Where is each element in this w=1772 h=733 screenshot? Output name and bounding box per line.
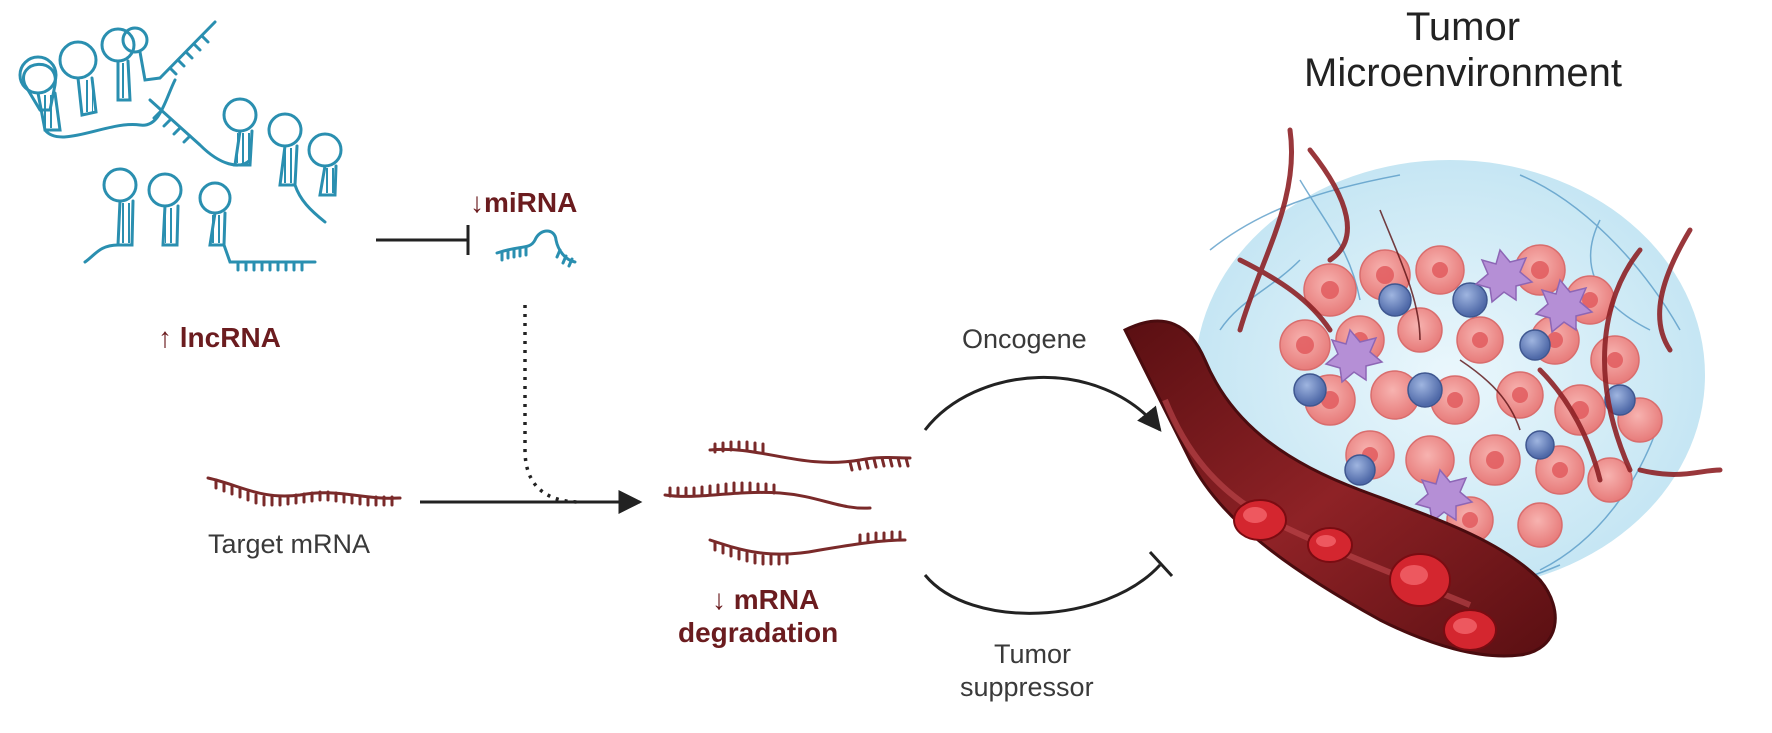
inhibition-arrow	[376, 225, 470, 255]
tme-title-line2: Microenvironment	[1304, 51, 1622, 95]
mrna-strand-icon	[206, 476, 402, 507]
blood-vessel-icon	[1122, 319, 1557, 658]
lncrna-hairpin-icon	[18, 20, 343, 272]
tumor-suppressor-line1: Tumor	[994, 639, 1072, 669]
lncrna-rungs	[42, 63, 334, 243]
mirna-label: ↓miRNA	[470, 187, 578, 218]
mirna-fragment-icon	[495, 229, 577, 268]
tme-title-line1: Tumor	[1405, 5, 1521, 49]
mrna-degradation-line2: degradation	[678, 617, 839, 648]
lncrna-label: ↑ lncRNA	[158, 322, 281, 353]
mrna-strands-group	[663, 440, 912, 566]
oncogene-arrow	[923, 376, 1162, 432]
tme-title: Tumor Microenvironment	[1278, 4, 1648, 96]
target-mrna-label: Target mRNA	[208, 529, 371, 559]
tumor-suppressor-line2: suppressor	[960, 672, 1094, 702]
mirna-effect-dotted-line	[523, 305, 581, 504]
mrna-degradation-line1: ↓ mRNA	[712, 584, 820, 615]
tumor-suppressor-inhibition	[923, 550, 1174, 615]
oncogene-label: Oncogene	[962, 324, 1087, 354]
